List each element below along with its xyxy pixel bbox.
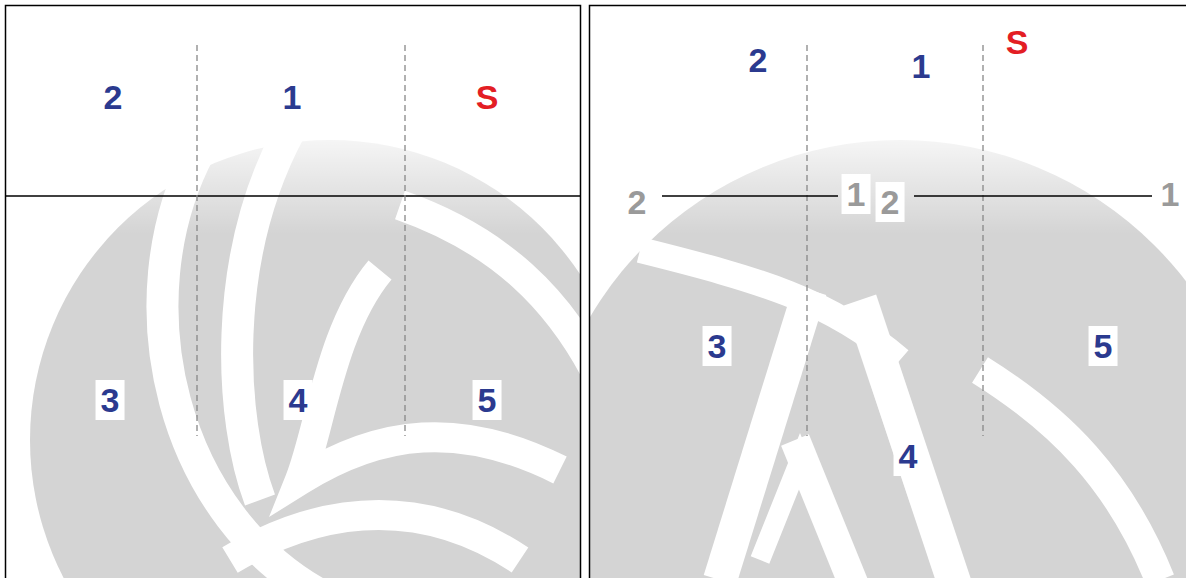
zone-marker: 1: [1156, 174, 1185, 214]
ball-logo: [589, 5, 1186, 578]
position-number: 1: [907, 46, 936, 86]
setter-marker: S: [471, 77, 504, 117]
position-number: 3: [703, 326, 732, 366]
court-lines: [5, 6, 1186, 578]
position-number: 1: [278, 77, 307, 117]
position-number: 4: [894, 436, 923, 476]
setter-marker: S: [1001, 22, 1034, 62]
position-number: 5: [473, 380, 502, 420]
ball-logo: [5, 5, 581, 578]
position-number: 3: [96, 380, 125, 420]
position-number: 2: [744, 40, 773, 80]
zone-marker: 1: [842, 174, 871, 214]
zone-marker: 2: [876, 182, 905, 222]
position-number: 4: [284, 380, 313, 420]
position-number: 2: [99, 77, 128, 117]
zone-marker: 2: [623, 182, 652, 222]
position-number: 5: [1089, 326, 1118, 366]
